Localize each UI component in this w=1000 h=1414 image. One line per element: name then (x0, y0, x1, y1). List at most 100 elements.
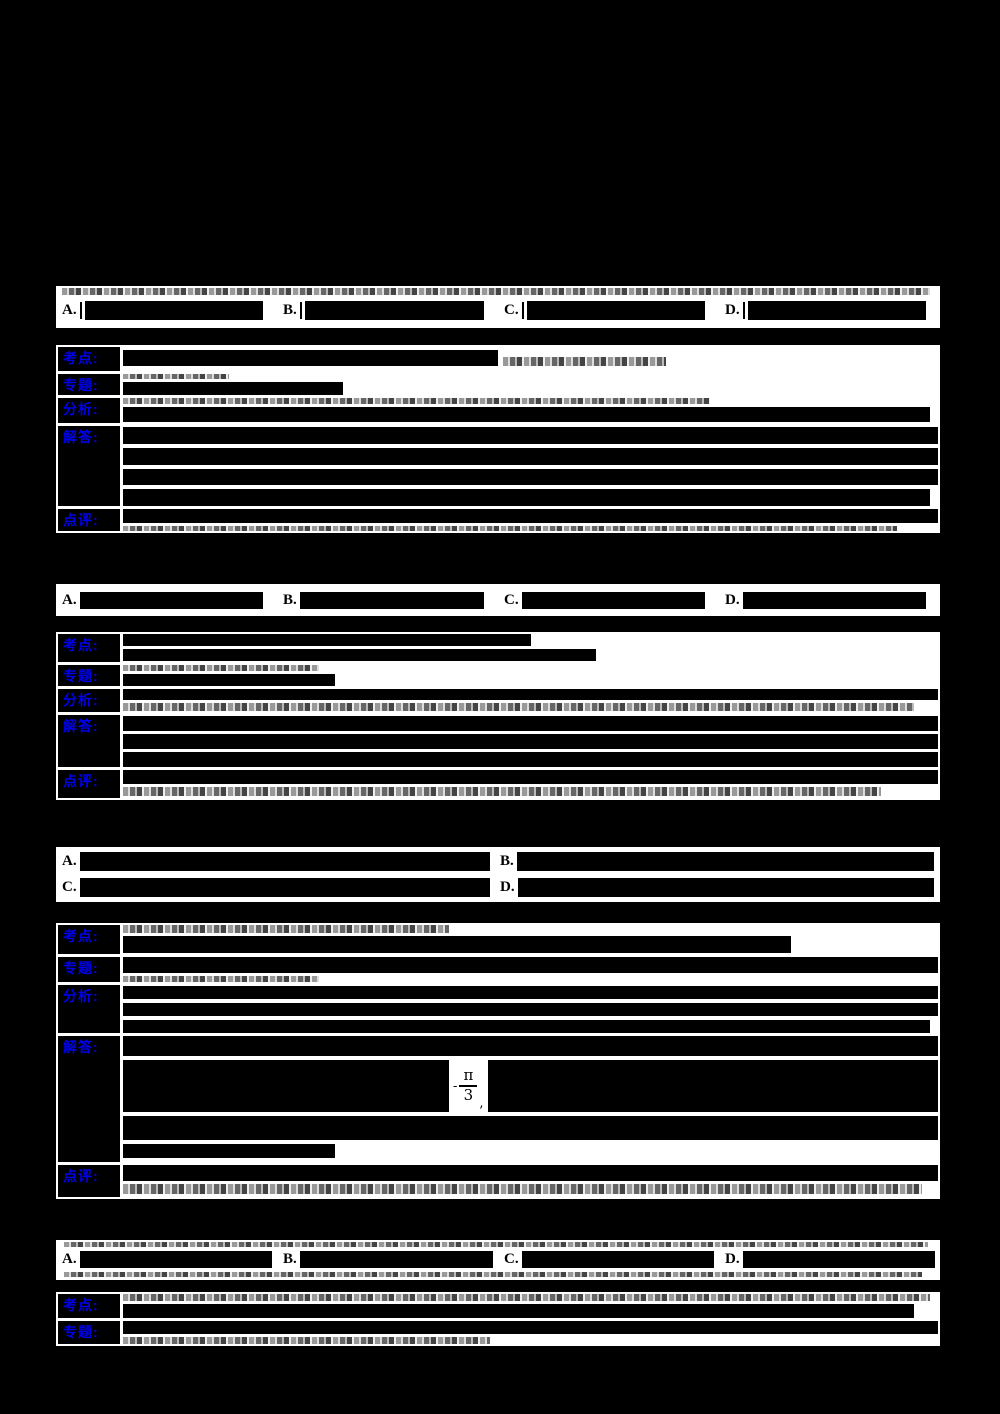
minus-sign: - (453, 1078, 458, 1094)
zhuanti-label: 专题: (58, 374, 120, 395)
zhuanti-content (123, 957, 938, 982)
answer-row-dianping: 点评: (58, 509, 938, 531)
fraction-bar (459, 1085, 478, 1087)
redacted-option-text (84, 300, 263, 320)
redacted-option-text (299, 1251, 493, 1268)
redacted-text (123, 1321, 938, 1334)
question-4-options-panel: A. B. C. D. (56, 1240, 940, 1280)
answer-table: 考点: 专题: 分析: (56, 923, 940, 1199)
vertical-bar-glyph (521, 301, 524, 319)
redacted-text (123, 734, 938, 749)
degraded-text (123, 665, 319, 671)
redacted-text (123, 649, 596, 661)
option-b: B. (498, 851, 940, 871)
answer-3-panel: 考点: 专题: 分析: (56, 923, 940, 1199)
option-letter: A. (62, 1251, 77, 1267)
options-row-top: A. B. (56, 850, 940, 872)
redacted-text (123, 1020, 930, 1033)
redacted-text (123, 350, 498, 366)
option-letter: B. (283, 1251, 297, 1267)
option-letter: B. (283, 301, 297, 318)
redacted-text (123, 689, 938, 700)
redacted-text (123, 674, 335, 686)
answer-row-fenxi: 分析: (58, 398, 938, 423)
option-b: B. (277, 1251, 498, 1268)
redacted-text (123, 1116, 938, 1140)
options-row: A. B. C. D. (56, 589, 940, 611)
zhuanti-label: 专题: (58, 957, 120, 982)
jieda-label: 解答: (58, 715, 120, 767)
redacted-text (123, 716, 938, 731)
jieda-content (123, 715, 938, 767)
option-c: C. (498, 300, 719, 320)
answer-1-panel: 考点: 专题: 分析: (56, 345, 940, 533)
redacted-option-text (79, 877, 490, 897)
fenxi-label: 分析: (58, 398, 120, 423)
fraction: π 3 (459, 1067, 478, 1104)
option-letter: C. (504, 1251, 519, 1267)
option-d: D. (719, 300, 940, 320)
redacted-text-with-fraction: - π 3 , (123, 1060, 938, 1112)
answer-row-dianping: 点评: (58, 770, 938, 798)
answer-4-panel: 考点: 专题: (56, 1292, 940, 1346)
option-letter: A. (62, 591, 77, 608)
option-letter: B. (500, 852, 514, 869)
degraded-text (502, 357, 666, 366)
degraded-text (123, 1337, 490, 1344)
kaodian-content (123, 1294, 938, 1318)
fenxi-content (123, 985, 938, 1033)
question-3-options-panel: A. B. C. D. (56, 847, 940, 902)
redacted-option-text (526, 300, 705, 320)
redacted-text (123, 489, 930, 506)
redacted-option-text (79, 851, 490, 871)
redacted-text (123, 382, 344, 395)
answer-row-zhuanti: 专题: (58, 665, 938, 686)
degraded-text (123, 1294, 930, 1301)
answer-row-zhuanti: 专题: (58, 1321, 938, 1344)
redacted-option-text (304, 300, 484, 320)
fraction-denominator: 3 (463, 1086, 474, 1104)
redacted-option-text (79, 1251, 272, 1268)
option-letter: C. (62, 878, 77, 895)
degraded-text (123, 526, 898, 531)
option-b: B. (277, 591, 498, 609)
degraded-text (123, 976, 319, 982)
answer-row-zhuanti: 专题: (58, 374, 938, 395)
option-d: D. (719, 591, 940, 609)
options-row-bottom: C. D. (56, 876, 940, 898)
option-a: A. (56, 591, 277, 609)
redacted-text (123, 1003, 938, 1016)
option-a: A. (56, 300, 277, 320)
degraded-text (64, 1272, 922, 1277)
redacted-text (123, 752, 938, 767)
zhuanti-content (123, 1321, 938, 1344)
option-letter: D. (725, 1251, 740, 1267)
jieda-label: 解答: (58, 426, 120, 506)
dianping-label: 点评: (58, 1165, 120, 1197)
option-c: C. (498, 591, 719, 609)
question-1-options-panel: A. B. C. D. (56, 286, 940, 328)
option-letter: D. (725, 301, 740, 318)
dianping-content (123, 509, 938, 531)
fenxi-content (123, 689, 938, 712)
fenxi-label: 分析: (58, 985, 120, 1033)
degraded-text (123, 374, 229, 379)
option-letter: A. (62, 852, 77, 869)
option-a: A. (56, 851, 498, 871)
redacted-option-text (742, 591, 926, 609)
redacted-option-text (742, 1251, 935, 1268)
jieda-label: 解答: (58, 1036, 120, 1162)
kaodian-content (123, 925, 938, 954)
degraded-text (123, 1184, 922, 1194)
degraded-text (123, 787, 881, 796)
option-letter: C. (504, 591, 519, 608)
zhuanti-label: 专题: (58, 665, 120, 686)
vertical-bar-glyph (742, 301, 745, 319)
fenxi-label: 分析: (58, 689, 120, 712)
option-b: B. (277, 300, 498, 320)
vertical-bar-glyph (79, 301, 82, 319)
redacted-text (123, 427, 938, 444)
dianping-content (123, 1165, 938, 1197)
fraction-pi-over-3: - π 3 , (449, 1060, 488, 1112)
redacted-text (123, 468, 938, 486)
